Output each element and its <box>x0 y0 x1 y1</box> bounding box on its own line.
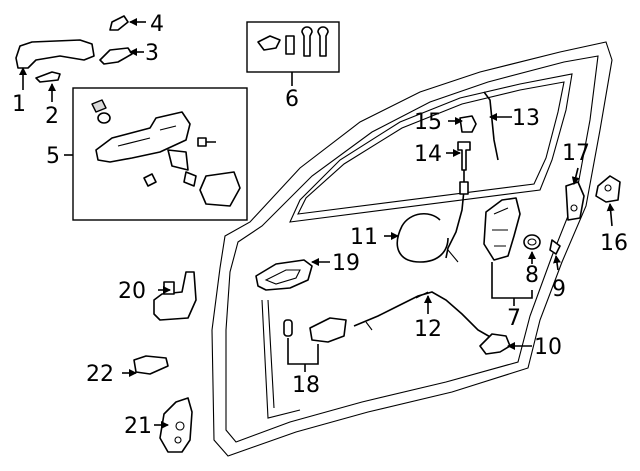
callout-19: 19 <box>332 251 360 276</box>
part-20-hinge <box>153 271 197 321</box>
part-6-box <box>246 21 340 73</box>
callout-6: 6 <box>285 87 299 112</box>
part-4-pad <box>109 15 129 31</box>
part-13-rod <box>483 91 499 161</box>
part-1-outside-handle <box>15 39 95 69</box>
part-19-inside-handle <box>255 259 313 291</box>
door-frame-outline <box>211 41 613 457</box>
callout-13: 13 <box>512 106 540 131</box>
callout-20: 20 <box>118 279 146 304</box>
callout-labels: 1 2 3 4 5 6 7 8 9 10 11 12 13 14 15 16 1… <box>12 12 628 439</box>
callout-3: 3 <box>145 41 159 66</box>
part-5-box <box>72 87 248 221</box>
part-22-check <box>133 355 169 375</box>
part-16-bracket <box>595 175 621 203</box>
part-10-cover <box>479 333 511 355</box>
callout-7: 7 <box>507 306 521 331</box>
part-12-cable <box>353 291 493 339</box>
part-3-handle-bezel <box>99 47 133 65</box>
part-9-clip <box>549 239 561 255</box>
callout-16: 16 <box>600 231 628 256</box>
leader-lines <box>19 18 615 429</box>
part-14-lock-rod <box>457 141 471 171</box>
callout-22: 22 <box>86 362 114 387</box>
callout-4: 4 <box>150 12 164 37</box>
callout-12: 12 <box>414 317 442 342</box>
callout-8: 8 <box>525 263 539 288</box>
part-11-cable <box>396 213 449 263</box>
part-18-latch <box>309 317 347 343</box>
callout-15: 15 <box>414 110 442 135</box>
part-2-handle-cap <box>35 71 61 83</box>
callout-14: 14 <box>414 142 442 167</box>
callout-2: 2 <box>45 104 59 129</box>
callout-9: 9 <box>552 277 566 302</box>
callout-1: 1 <box>12 92 26 117</box>
part-8-grommet <box>523 234 541 250</box>
part-18-pin <box>283 319 293 337</box>
callout-17: 17 <box>562 141 590 166</box>
part-7-lock-assembly <box>483 197 521 261</box>
callout-10: 10 <box>534 335 562 360</box>
part-17-striker <box>565 181 585 221</box>
callout-5: 5 <box>46 144 60 169</box>
callout-21: 21 <box>124 414 152 439</box>
callout-18: 18 <box>292 373 320 398</box>
part-15-lock-knob <box>459 115 477 133</box>
callout-11: 11 <box>350 225 378 250</box>
